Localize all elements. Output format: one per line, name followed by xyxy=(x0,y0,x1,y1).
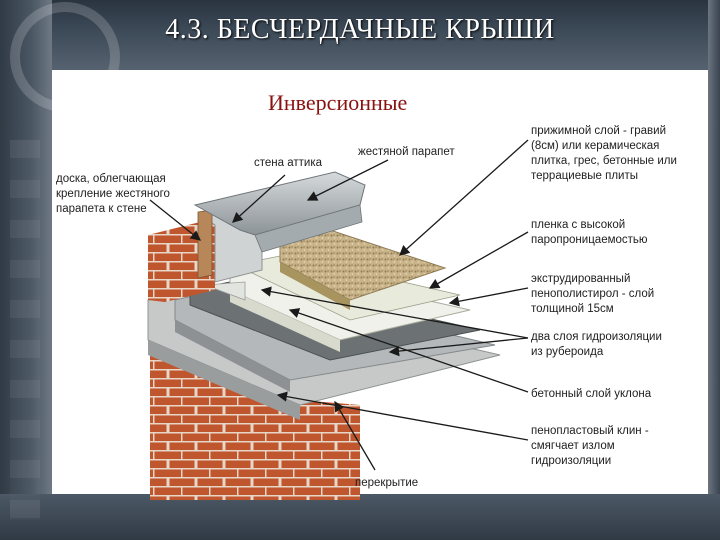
arrow-film xyxy=(428,231,529,289)
arrow-wedge xyxy=(276,391,529,441)
arrow-slab xyxy=(334,400,376,471)
label-line: жестяной парапет xyxy=(358,146,455,158)
gravel-ballast-front xyxy=(280,262,350,310)
slide-right-frame xyxy=(708,0,720,540)
slide-subtitle: Инверсионные xyxy=(268,90,408,115)
arrow-xps xyxy=(448,287,529,307)
label-line: гидроизоляции xyxy=(531,455,611,467)
label-line: плитка, грес, бетонные или xyxy=(531,155,677,167)
leader-arrows xyxy=(149,139,529,471)
decorative-stripe xyxy=(10,140,40,520)
xps-front xyxy=(230,290,340,352)
label-film: пленка с высокой паропроницаемостью xyxy=(531,219,648,246)
arrow-waterproof-2 xyxy=(388,337,529,357)
label-waterproof: два слоя гидроизоляции из рубероида xyxy=(531,331,665,358)
label-line: перекрытие xyxy=(355,477,418,489)
brick-wall-lower xyxy=(150,340,360,500)
label-ballast: прижимной слой - гравий (8см) или керами… xyxy=(531,125,680,182)
arrow-ballast xyxy=(399,139,529,256)
arrow-concrete xyxy=(288,308,529,393)
label-line: пленка с высокой xyxy=(531,219,625,231)
mounting-board xyxy=(197,209,213,279)
label-line: паропроницаемостью xyxy=(531,234,648,246)
label-line: террациевые плиты xyxy=(531,170,638,182)
label-line: крепление жестяного xyxy=(56,188,170,200)
arrow-attic-wall xyxy=(232,174,286,223)
label-line: два слоя гидроизоляции xyxy=(531,331,662,343)
concrete-slope-front xyxy=(175,320,290,392)
label-line: (8см) или керамическая xyxy=(531,140,659,152)
label-line: из рубероида xyxy=(531,346,604,358)
label-line: стена аттика xyxy=(254,157,323,169)
arrow-tin-parapet xyxy=(306,159,389,201)
label-line: прижимной слой - гравий xyxy=(531,125,666,137)
label-attic-wall: стена аттика xyxy=(254,157,323,169)
label-line: парапета к стене xyxy=(56,203,147,215)
arrow-waterproof-1 xyxy=(260,286,529,339)
label-tin-parapet: жестяной парапет xyxy=(358,146,455,158)
label-board: доска, облегчающая крепление жестяного п… xyxy=(56,173,173,215)
slide-title: 4.3. БЕСЧЕРДАЧНЫЕ КРЫШИ xyxy=(165,14,555,45)
label-concrete: бетонный слой уклона xyxy=(531,388,652,400)
floor-slab-front xyxy=(148,340,300,420)
label-line: смягчает излом xyxy=(531,440,615,452)
tin-parapet-drip xyxy=(254,204,363,253)
slide-header-frame xyxy=(0,0,720,70)
label-xps: экструдированный пенополистирол - слой т… xyxy=(531,273,657,315)
arrow-board xyxy=(149,199,202,241)
label-wedge: пенопластовый клин - смягчает излом гидр… xyxy=(531,425,652,467)
label-slab: перекрытие xyxy=(355,477,418,489)
label-line: доска, облегчающая xyxy=(56,173,166,185)
label-line: бетонный слой уклона xyxy=(531,388,652,400)
label-line: толщиной 15см xyxy=(531,303,614,315)
slide-bottom-frame xyxy=(0,494,720,540)
label-line: пенопластовый клин - xyxy=(531,425,649,437)
label-line: экструдированный xyxy=(531,273,630,285)
label-line: пенополистирол - слой xyxy=(531,288,654,300)
